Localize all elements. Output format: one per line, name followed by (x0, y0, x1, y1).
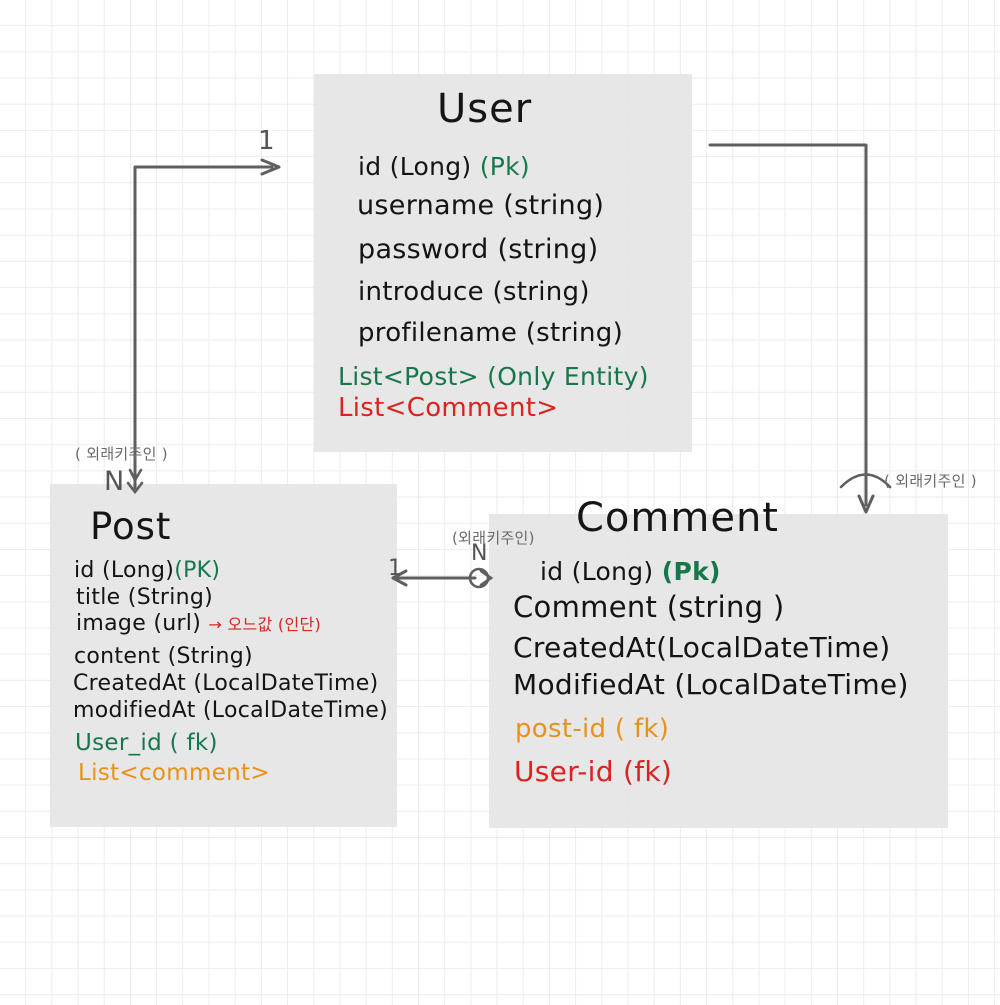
cardinality-post-comment-many: N (471, 541, 488, 566)
field-user-2-name: password (string) (358, 234, 599, 265)
annotation-fk-owner-comment-right: ( 외래키주인 ) (884, 472, 977, 490)
cardinality-user-post-many: N (104, 466, 125, 497)
crowfoot-circle-comment (468, 567, 490, 589)
field-user-4: profilename (string) (358, 318, 623, 348)
field-post-3: content (String) (74, 644, 253, 669)
connector-user-post (133, 165, 274, 490)
field-post-3-name: content (String) (74, 644, 253, 669)
field-post-1-name: title (String) (76, 585, 214, 610)
field-user-0-marker: (Pk) (479, 152, 530, 181)
relation-post-1: List<comment> (78, 760, 270, 786)
entity-title-comment: Comment (576, 495, 779, 541)
connector-user-comment (708, 143, 868, 507)
field-post-5: modifiedAt (LocalDateTime) (73, 698, 388, 723)
field-post-5-name: modifiedAt (LocalDateTime) (73, 698, 389, 723)
field-user-1: username (string) (357, 190, 604, 221)
relation-user-1: List<Comment> (338, 393, 559, 423)
annotation-fk-owner-post: ( 외래키주인 ) (75, 445, 168, 463)
field-post-2-marker: → 오느값 (인단) (208, 615, 322, 634)
entity-title-post: Post (90, 505, 172, 548)
crowfoot-arc-comment (839, 473, 892, 489)
field-comment-0-name: id (Long) (540, 557, 654, 586)
annotation-fk-owner-comment-left: (외래키주인) (452, 529, 535, 547)
field-post-1: title (String) (76, 585, 213, 610)
cardinality-post-comment-one: 1 (388, 556, 403, 581)
crowfoot-post-a (128, 468, 137, 482)
entity-box-comment (489, 514, 948, 828)
arrowhead-comment-down (857, 494, 875, 514)
field-post-0-marker: (PK) (174, 558, 221, 583)
field-comment-0-marker: (Pk) (661, 557, 721, 586)
field-comment-2: CreatedAt(LocalDateTime) (513, 631, 891, 664)
field-user-3-name: introduce (string) (358, 277, 590, 307)
cardinality-user-post-one: 1 (258, 126, 275, 156)
entity-title-user: User (437, 86, 533, 132)
field-comment-0: id (Long) (Pk) (540, 557, 721, 586)
crowfoot-post-b (133, 468, 143, 482)
entity-box-user (314, 74, 692, 452)
field-post-4-name: CreatedAt (LocalDateTime) (73, 671, 379, 696)
field-user-3: introduce (string) (358, 277, 590, 307)
relation-post-0: User_id ( fk) (75, 730, 218, 756)
field-comment-1-name: Comment (string ) (513, 590, 785, 624)
field-post-0-name: id (Long) (74, 558, 175, 583)
field-user-4-name: profilename (string) (358, 318, 624, 348)
relation-user-0: List<Post> (Only Entity) (338, 362, 649, 391)
field-post-2-name: image (url) (76, 611, 202, 636)
field-post-2: image (url) → 오느값 (인단) (76, 611, 321, 636)
entity-box-post (50, 484, 397, 827)
field-comment-3-name: ModifiedAt (LocalDateTime) (513, 668, 909, 701)
arrowhead-user-post (260, 158, 281, 176)
field-post-0: id (Long)(PK) (74, 558, 220, 583)
field-user-0-name: id (Long) (358, 152, 472, 181)
field-user-1-name: username (string) (357, 190, 605, 221)
field-comment-1: Comment (string ) (513, 590, 785, 624)
field-comment-2-name: CreatedAt(LocalDateTime) (513, 631, 891, 664)
relation-comment-0: post-id ( fk) (515, 714, 670, 744)
field-user-0: id (Long) (Pk) (358, 152, 530, 181)
field-comment-3: ModifiedAt (LocalDateTime) (513, 668, 909, 701)
field-post-4: CreatedAt (LocalDateTime) (73, 671, 378, 696)
field-user-2: password (string) (358, 234, 598, 265)
relation-comment-1: User-id (fk) (514, 755, 673, 788)
